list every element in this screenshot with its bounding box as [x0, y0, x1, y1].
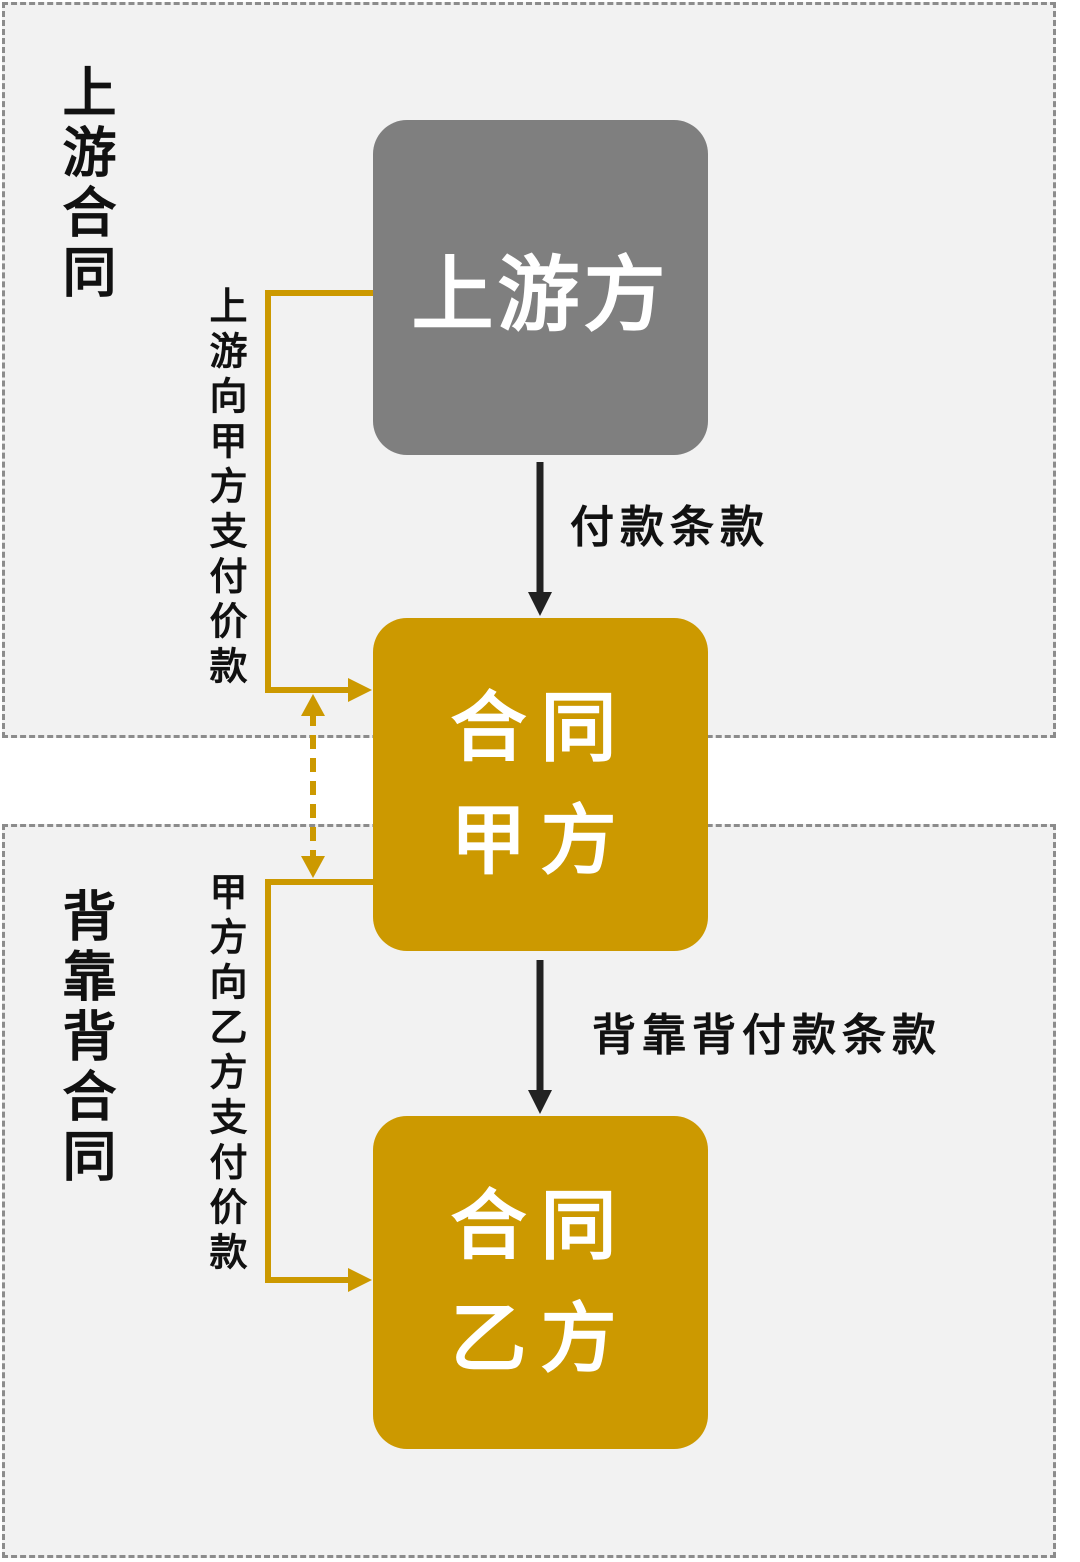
upstream-party-node: 上游方	[373, 120, 708, 455]
upstream-party-text: 上游方	[411, 247, 670, 343]
upstream-pays-a-label: 上游向甲方支付价款	[203, 286, 248, 691]
party-a-node: 合同甲方	[373, 618, 708, 951]
party-b-node: 合同乙方	[373, 1116, 708, 1449]
a-pays-b-label: 甲方向乙方支付价款	[203, 872, 248, 1277]
back-to-back-contract-label: 背靠背合同	[53, 888, 117, 1188]
party-b-text: 合同乙方	[450, 1181, 631, 1383]
payment-terms-label: 付款条款	[570, 502, 770, 553]
party-a-text: 合同甲方	[450, 683, 631, 885]
back-to-back-payment-terms-label: 背靠背付款条款	[592, 1010, 942, 1061]
upstream-contract-label: 上游合同	[53, 64, 117, 304]
